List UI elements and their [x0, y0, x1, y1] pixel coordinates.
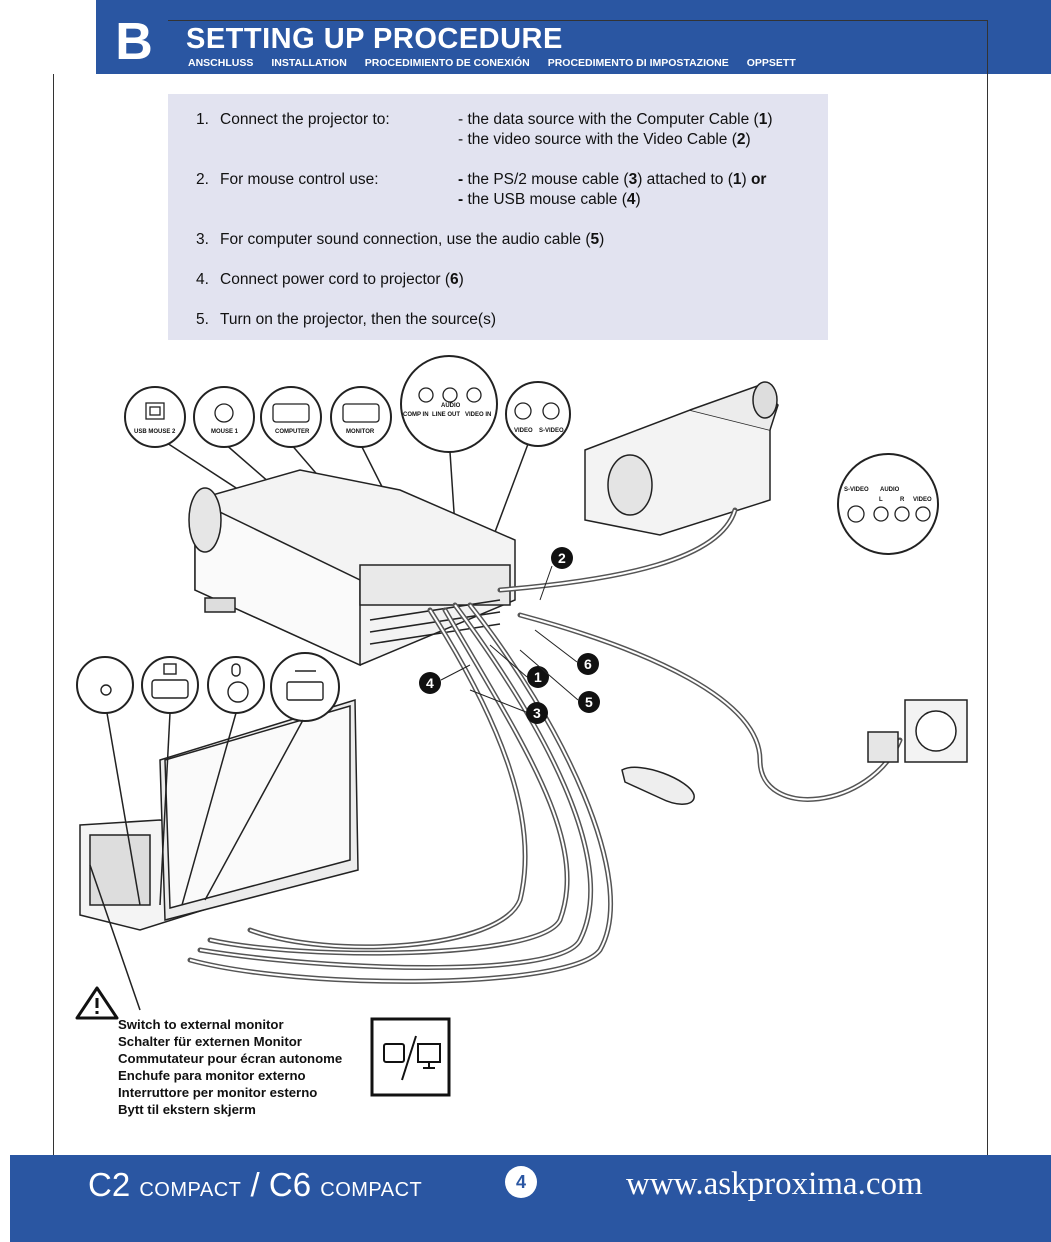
monitor-switch-icon	[370, 1017, 451, 1097]
warning-line-de: Schalter für externen Monitor	[118, 1034, 302, 1049]
step-2-detail-1: - the PS/2 mouse cable (3) attached to (…	[458, 171, 767, 188]
step-1-detail-1: - the data source with the Computer Cabl…	[458, 111, 773, 128]
remote-control	[621, 766, 695, 805]
cable-badge-6: 6	[577, 653, 599, 675]
vga-port-icon	[151, 679, 189, 699]
cable-badge-4: 4	[419, 672, 441, 694]
header-bar	[0, 0, 1051, 74]
projector	[188, 469, 516, 667]
warning-line-en: Switch to external monitor	[118, 1017, 284, 1032]
camcorder-ports-callout	[837, 453, 939, 555]
section-letter: B	[115, 13, 153, 71]
steps-panel: 1. Connect the projector to: - the data …	[168, 94, 828, 340]
ps2-port-icon	[227, 681, 249, 703]
svg-text:AUDIO: AUDIO	[880, 487, 900, 493]
translation-es: PROCEDIMIENTO DE CONEXIÓN	[364, 57, 530, 69]
warning-triangle-icon	[75, 986, 119, 1020]
svg-text:3: 3	[533, 705, 541, 721]
svg-text:S-VIDEO: S-VIDEO	[844, 487, 869, 493]
usb-mouse-label: USB MOUSE 2	[134, 429, 176, 435]
cable-badge-5: 5	[578, 691, 600, 713]
website-link[interactable]: www.askproxima.com	[626, 1166, 923, 1202]
svg-text:COMP IN: COMP IN	[403, 412, 429, 418]
warning-line-es: Enchufe para monitor externo	[118, 1068, 306, 1083]
camcorder	[584, 381, 779, 536]
mouse-icon	[231, 663, 241, 677]
external-monitor-switch-note: Switch to external monitor Schalter für …	[118, 1016, 342, 1118]
usb-port-icon	[286, 681, 324, 701]
laptop	[79, 698, 359, 931]
svg-text:L: L	[879, 497, 883, 503]
title-translations: ANSCHLUSS INSTALLATION PROCEDIMIENTO DE …	[188, 57, 796, 71]
power-cable	[517, 612, 903, 802]
svg-text:VIDEO IN: VIDEO IN	[465, 412, 491, 418]
svg-text:5: 5	[585, 694, 593, 710]
svg-text:COMPUTER: COMPUTER	[275, 429, 310, 435]
svg-text:1: 1	[534, 669, 542, 685]
step-1-detail-2: - the video source with the Video Cable …	[458, 131, 751, 148]
svg-text:AUDIO: AUDIO	[441, 403, 461, 409]
frame-right-line	[987, 20, 988, 1155]
svg-text:2: 2	[558, 550, 566, 566]
svg-text:VIDEO: VIDEO	[514, 428, 533, 434]
cable-badge-2: 2	[551, 547, 573, 569]
cable-badge-1: 1	[527, 666, 549, 688]
warning-line-fr: Commutateur pour écran autonome	[118, 1051, 343, 1066]
translation-no: OPPSETT	[746, 57, 796, 69]
translation-de: ANSCHLUSS	[188, 57, 254, 69]
warning-line-it: Interruttore per monitor esterno	[118, 1085, 318, 1100]
svg-text:R: R	[900, 497, 905, 503]
header-tab	[0, 0, 96, 74]
svg-text:S-VIDEO: S-VIDEO	[539, 428, 564, 434]
usb-mouse-port-callout	[124, 386, 186, 448]
product-name: C2 COMPACT / C6 COMPACT	[88, 1166, 423, 1203]
svg-text:MOUSE 1: MOUSE 1	[211, 429, 239, 435]
page-number: 4	[505, 1166, 537, 1198]
wall-socket	[867, 699, 968, 763]
frame-top-line	[168, 20, 988, 21]
translation-it: PROCEDIMENTO DI IMPOSTAZIONE	[547, 57, 729, 69]
translation-fr: INSTALLATION	[271, 57, 347, 69]
svg-text:LINE OUT: LINE OUT	[432, 412, 460, 418]
frame-left-line	[53, 74, 54, 1155]
monitor-icon	[163, 663, 177, 675]
svg-text:VIDEO: VIDEO	[913, 497, 932, 503]
switch-leader	[89, 864, 141, 1011]
step-2-detail-2: - the USB mouse cable (4)	[458, 191, 641, 208]
svg-text:MONITOR: MONITOR	[346, 429, 375, 435]
svg-text:4: 4	[426, 675, 434, 691]
cable-badge-3: 3	[526, 702, 548, 724]
warning-line-no: Bytt til ekstern skjerm	[118, 1102, 256, 1117]
audio-port-icon	[100, 684, 112, 696]
svg-text:6: 6	[584, 656, 592, 672]
page-title: SETTING UP PROCEDURE	[186, 23, 563, 55]
